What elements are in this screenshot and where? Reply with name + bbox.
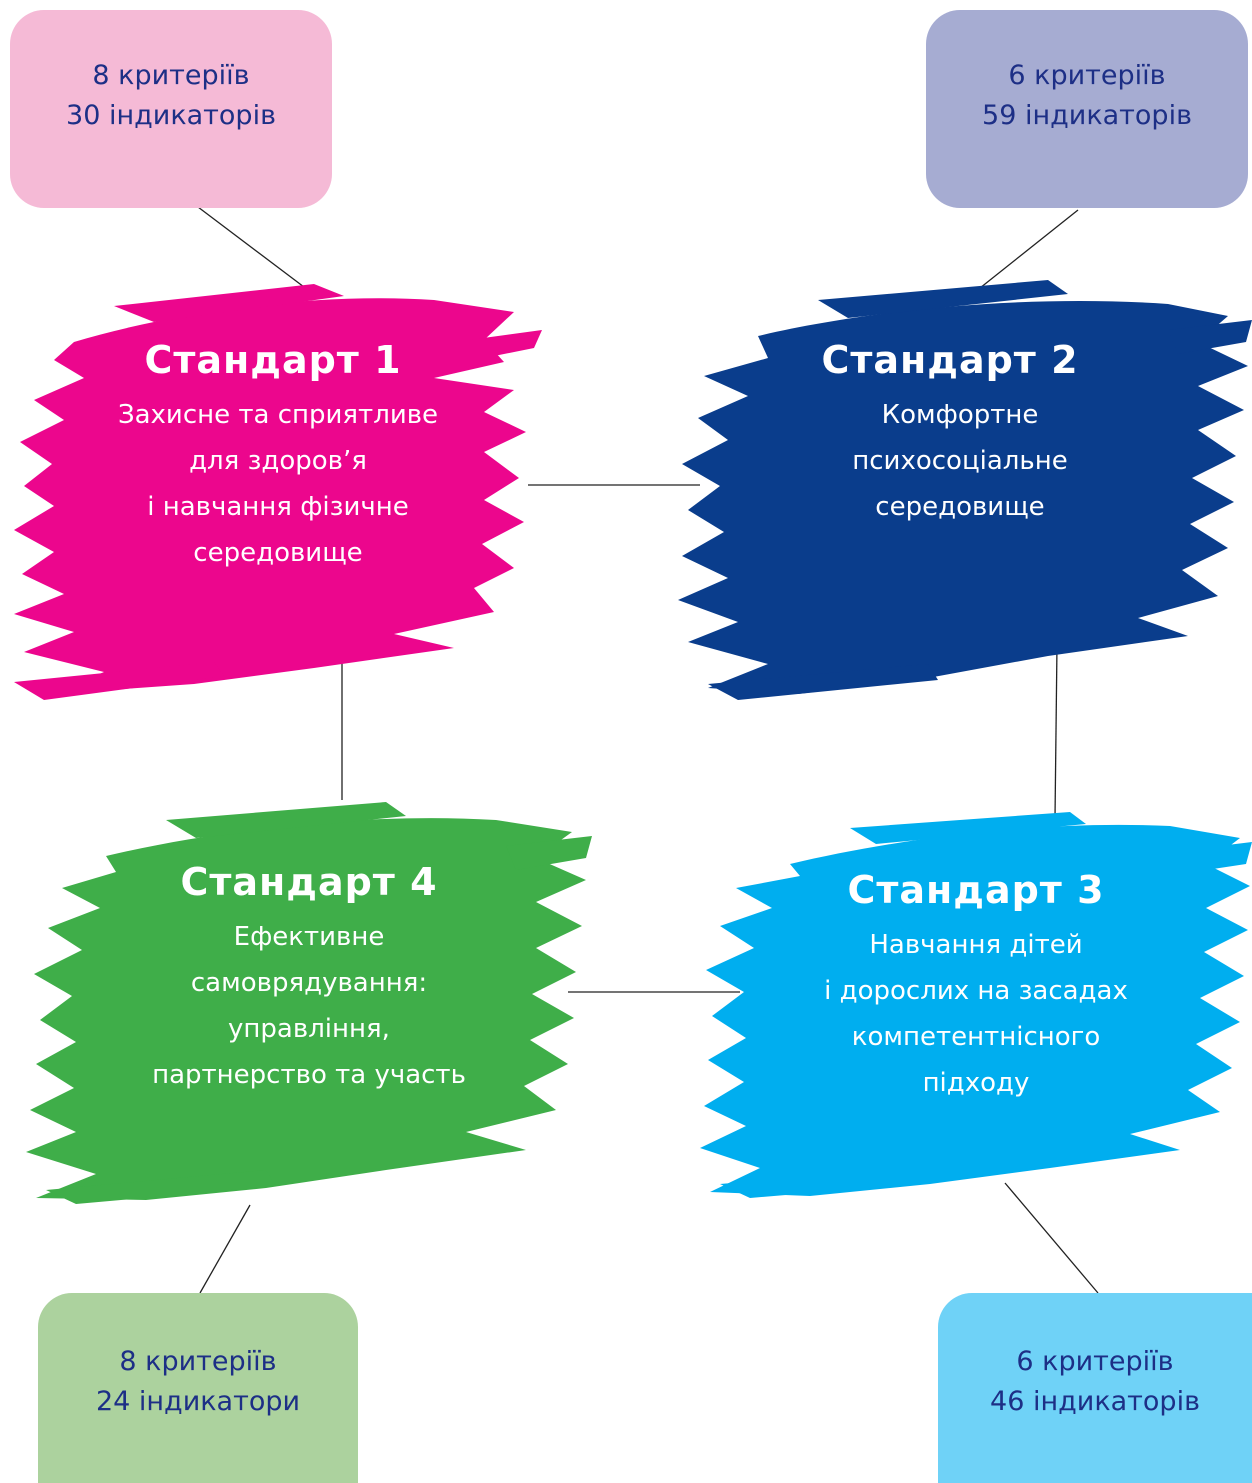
standard-3-description: Навчання дітей і дорослих на засадах ком…	[824, 930, 1128, 1098]
standard-2-criteria: 6 критеріїв	[1008, 60, 1166, 91]
standard-4-description: Ефективне самоврядування: управління, па…	[152, 922, 466, 1090]
standard-2-indicators: 59 індикаторів	[982, 100, 1192, 131]
standard-1-counts-box: 8 критеріїв 30 індикаторів	[10, 10, 332, 208]
standard-4-counts-box: 8 критеріїв 24 індикатори	[38, 1293, 358, 1483]
standard-1-indicators: 30 індикаторів	[66, 100, 276, 131]
connector-standard3-box3	[1004, 1182, 1099, 1294]
standard-2-brush-stroke	[678, 280, 1252, 700]
connector-box1-standard1	[197, 206, 305, 288]
standard-3-title: Стандарт 3	[847, 868, 1105, 912]
connector-box2-standard2	[979, 209, 1079, 289]
standard-1-title: Стандарт 1	[144, 338, 402, 382]
standard-2-counts-box: 6 критеріїв 59 індикаторів	[926, 10, 1248, 208]
standard-2-node: Стандарт 2 Комфортне психосоціальне сере…	[668, 280, 1252, 700]
standard-1-description: Захисне та сприятливе для здоров’я і нав…	[117, 400, 439, 568]
standard-3-node: Стандарт 3 Навчання дітей і дорослих на …	[700, 812, 1252, 1198]
standard-3-brush-stroke	[700, 812, 1252, 1198]
standard-4-node: Стандарт 4 Ефективне самоврядування: упр…	[26, 802, 592, 1204]
standard-3-criteria: 6 критеріїв	[1016, 1346, 1174, 1377]
standard-1-brush-stroke	[14, 284, 542, 700]
standard-4-indicators: 24 індикатори	[95, 1386, 301, 1417]
standard-4-title: Стандарт 4	[180, 860, 438, 904]
standard-4-criteria: 8 критеріїв	[119, 1346, 277, 1377]
standard-3-counts-box: 6 критеріїв 46 індикаторів	[938, 1293, 1252, 1483]
connector-standard4-box4	[199, 1204, 251, 1294]
standard-4-brush-stroke	[26, 802, 592, 1204]
standard-2-title: Стандарт 2	[821, 338, 1079, 382]
standard-2-description: Комфортне психосоціальне середовище	[852, 400, 1068, 522]
connector-standard2-standard3	[1054, 644, 1058, 819]
standard-1-node: Стандарт 1 Захисне та сприятливе для здо…	[14, 282, 542, 700]
standard-3-indicators: 46 індикаторів	[990, 1386, 1200, 1417]
standard-1-criteria: 8 критеріїв	[92, 60, 250, 91]
